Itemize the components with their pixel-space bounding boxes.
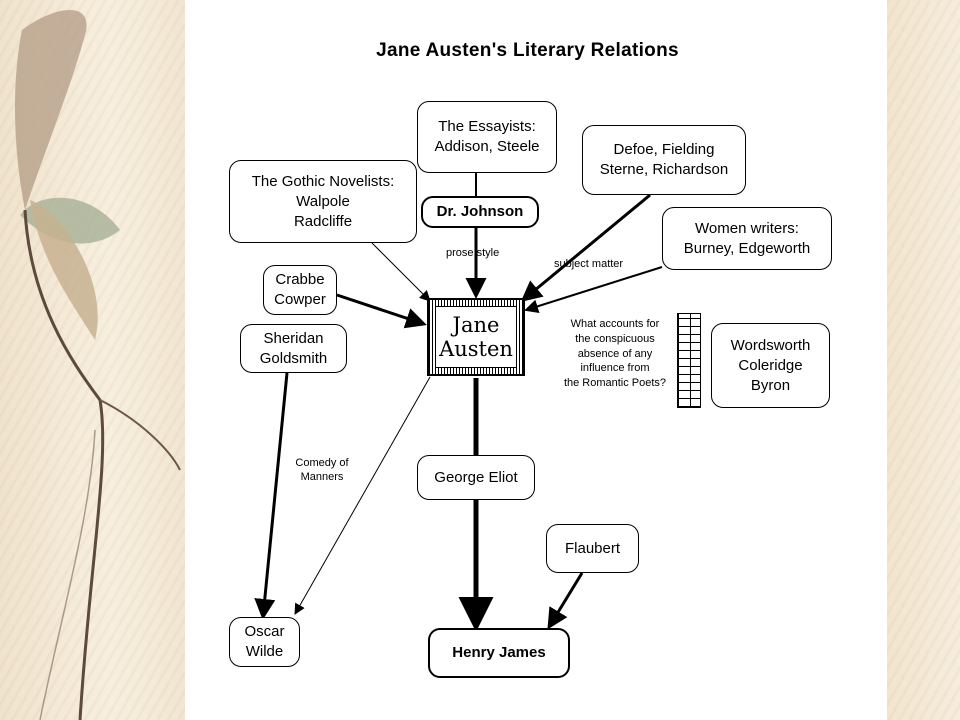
- label-comedy-line1: Comedy of: [295, 457, 349, 469]
- edge-austen-wilde: [294, 376, 431, 615]
- label-romantic-question: What accounts for the conspicuous absenc…: [556, 317, 674, 391]
- node-eliot: George Eliot: [417, 455, 535, 500]
- edge-flaubert-james: [547, 572, 584, 630]
- node-essayists-line2: Addison, Steele: [434, 138, 540, 155]
- label-question-line1: What accounts for: [570, 318, 660, 330]
- node-women-line1: Women writers:: [695, 219, 799, 237]
- node-essayists: The Essayists: Addison, Steele: [417, 101, 557, 173]
- node-jane-austen-line2: Austen: [439, 337, 513, 361]
- node-jane-austen-line1: Jane: [452, 313, 500, 337]
- node-wilde-line2: Wilde: [245, 643, 284, 660]
- node-defoe-line1: Defoe, Fielding: [613, 141, 715, 158]
- node-romantics-line1: Wordsworth: [730, 336, 811, 354]
- label-comedy-of-manners: Comedy of Manners: [284, 456, 360, 484]
- node-johnson-line1: Dr. Johnson: [436, 203, 524, 220]
- label-prose-style: prose style: [446, 247, 500, 259]
- edge-gothic-austen: [371, 242, 431, 302]
- node-romantics-line3: Byron: [750, 376, 791, 394]
- node-romantics: Wordsworth Coleridge Byron: [711, 323, 830, 408]
- node-crabbe-line1: Crabbe: [275, 271, 325, 288]
- node-wilde-line1: Oscar: [244, 623, 285, 640]
- node-crabbe: Crabbe Cowper: [263, 265, 337, 315]
- label-question-line5: the Romantic Poets?: [563, 377, 667, 390]
- node-defoe: Defoe, Fielding Sterne, Richardson: [582, 125, 746, 195]
- node-sheridan: Sheridan Goldsmith: [240, 324, 347, 373]
- edge-defoe-austen: [520, 193, 651, 302]
- node-gothic: The Gothic Novelists: Walpole Radcliffe: [229, 160, 417, 243]
- node-romantics-line2: Coleridge: [738, 356, 803, 374]
- edge-women-austen: [524, 266, 663, 314]
- node-gothic-line3: Radcliffe: [293, 212, 353, 230]
- label-question-line4: influence from: [580, 362, 650, 375]
- node-sheridan-line2: Goldsmith: [259, 349, 328, 367]
- label-subject-matter: subject matter: [554, 258, 624, 270]
- node-eliot-line1: George Eliot: [434, 468, 518, 486]
- node-gothic-line1: The Gothic Novelists:: [251, 172, 395, 190]
- node-james: Henry James: [428, 628, 570, 678]
- node-jane-austen-inner: Jane Austen: [435, 306, 517, 368]
- diagram-title: Jane Austen's Literary Relations: [376, 40, 679, 61]
- node-james-line1: Henry James: [452, 644, 546, 661]
- node-essayists-line1: The Essayists:: [438, 118, 536, 135]
- node-jane-austen: Jane Austen: [427, 298, 525, 376]
- node-women-line2: Burney, Edgeworth: [683, 239, 811, 257]
- node-women: Women writers: Burney, Edgeworth: [662, 207, 832, 270]
- label-comedy-line2: Manners: [300, 471, 344, 483]
- brick-wall-icon: [677, 313, 701, 408]
- node-defoe-line2: Sterne, Richardson: [599, 161, 729, 178]
- node-johnson: Dr. Johnson: [421, 196, 539, 228]
- right-background: [887, 0, 960, 720]
- label-question-line3: absence of any: [577, 347, 653, 360]
- node-wilde: Oscar Wilde: [229, 617, 300, 667]
- node-sheridan-line1: Sheridan: [263, 329, 324, 347]
- node-crabbe-line2: Cowper: [274, 291, 326, 308]
- node-flaubert-line1: Flaubert: [564, 539, 621, 557]
- edge-crabbe-austen: [336, 293, 427, 329]
- node-flaubert: Flaubert: [546, 524, 639, 573]
- label-question-line2: the conspicuous: [575, 332, 655, 345]
- node-gothic-line2: Walpole: [296, 192, 350, 210]
- edge-sheridan-wilde: [254, 372, 289, 620]
